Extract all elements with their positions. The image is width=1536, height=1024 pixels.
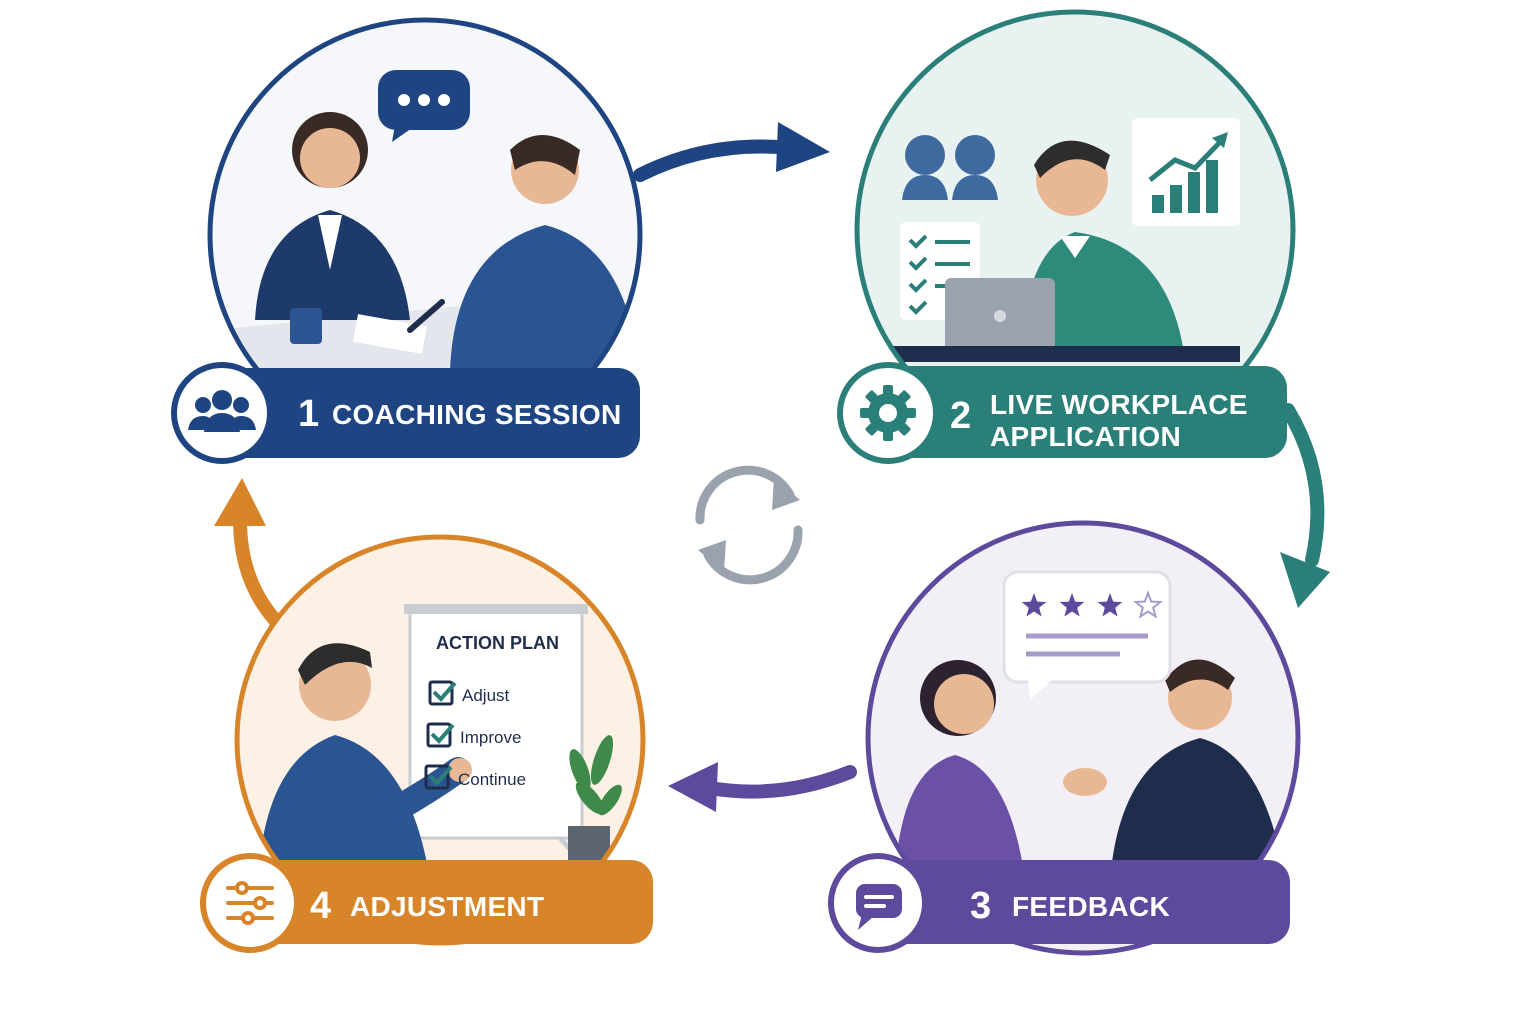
chat-icon: [856, 884, 902, 930]
step-3-number: 3: [970, 885, 991, 927]
action-plan-title: ACTION PLAN: [436, 633, 559, 653]
plant-icon: [569, 735, 622, 816]
arrow-4-to-1: [214, 478, 282, 627]
step-1-coaching-session: 1 COACHING SESSION: [171, 17, 643, 464]
step-2-number: 2: [950, 395, 971, 437]
growth-chart-icon: [1148, 132, 1228, 213]
checkbox-icon: [428, 680, 457, 706]
arrow-1-to-2: [633, 122, 830, 182]
action-plan-item: Adjust: [462, 686, 510, 705]
step-2-label-banner: [885, 366, 1287, 458]
star-filled-icon: [1021, 593, 1047, 617]
action-plan-item: Improve: [460, 728, 521, 747]
team-icon: [902, 135, 998, 200]
step-2-label-line2: APPLICATION: [990, 421, 1181, 452]
review-bubble: [1002, 570, 1172, 700]
step-1-label-banner: [215, 368, 640, 458]
arrow-2-to-3: [1280, 403, 1330, 608]
step-4-label: ADJUSTMENT: [350, 891, 544, 922]
star-rating-icon: [1021, 590, 1164, 619]
checkbox-icon: [426, 722, 455, 748]
star-filled-icon: [1097, 593, 1123, 617]
arrow-3-to-4: [668, 762, 857, 812]
star-filled-icon: [1059, 593, 1085, 617]
gear-icon: [860, 385, 916, 441]
step-4-number: 4: [310, 885, 331, 927]
step-3-feedback: 3 FEEDBACK: [828, 520, 1301, 956]
star-outline-icon: [1132, 590, 1164, 619]
action-plan-item: Continue: [458, 770, 526, 789]
step-2-label-line1: LIVE WORKPLACE: [990, 389, 1248, 420]
group-icon: [188, 390, 256, 432]
step-4-label-banner: [245, 860, 653, 944]
step-4-adjustment: ACTION PLAN Adjust Improve Continue: [200, 534, 653, 953]
refresh-cycle-icon: [695, 465, 803, 585]
checkbox-icon: [424, 764, 453, 790]
step-1-label: COACHING SESSION: [332, 399, 622, 430]
step-3-label: FEEDBACK: [1012, 891, 1170, 922]
step-1-number: 1: [298, 393, 319, 435]
step-2-live-workplace-application: 2 LIVE WORKPLACE APPLICATION: [837, 9, 1296, 464]
sliders-icon: [226, 881, 274, 925]
action-plan-checklist: Adjust Improve Continue: [424, 680, 526, 790]
plant-pot: [568, 826, 610, 860]
speech-bubble-icon: [378, 70, 470, 142]
step-3-label-banner: [880, 860, 1290, 944]
